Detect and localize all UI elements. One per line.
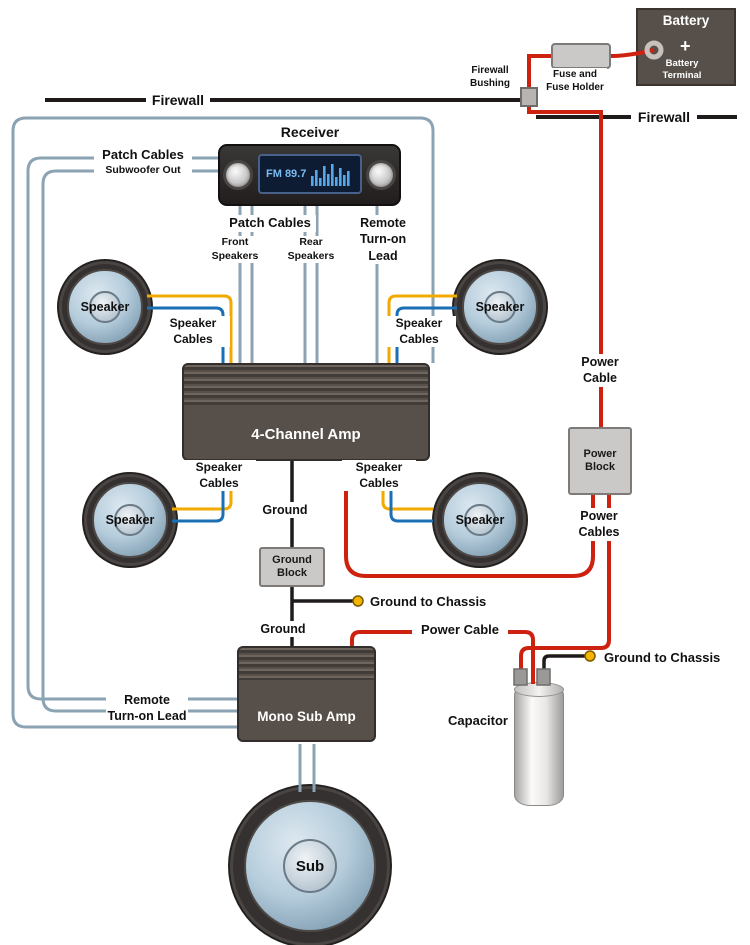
subwoofer-label: Sub <box>295 857 325 875</box>
subwoofer: Sub <box>230 786 390 945</box>
patch-cables-text: Patch Cables <box>102 147 184 162</box>
power-block: Power Block <box>568 427 632 495</box>
receiver-label: Receiver <box>280 124 340 140</box>
speaker-wire-blue-rear-left <box>172 461 225 523</box>
amp-heatsink-fins <box>184 365 428 405</box>
speaker-dustcap <box>464 504 496 536</box>
fuse-holder <box>551 43 611 69</box>
remote-turn-on-label-bottom: Remote Turn-on Lead <box>106 692 188 725</box>
four-channel-amp: 4-Channel Amp <box>182 363 430 461</box>
capacitor-body <box>514 684 564 806</box>
speaker-front-left: Speaker <box>59 261 151 353</box>
speaker-dustcap <box>89 291 121 323</box>
patch-cables-label: Patch Cables <box>224 215 316 232</box>
battery-terminal-label: Battery Terminal <box>662 58 702 82</box>
speaker-label: Speaker <box>105 513 155 527</box>
firewall-bushing <box>520 87 538 107</box>
speaker-rear-left: Speaker <box>84 474 176 566</box>
ground-label-lower: Ground <box>254 621 312 638</box>
power-cables-label: Power Cables <box>566 508 632 541</box>
speaker-cables-label-rl: Speaker Cables <box>182 460 256 492</box>
four-channel-amp-label: 4-Channel Amp <box>251 426 361 443</box>
mono-sub-amp-label: Mono Sub Amp <box>257 709 356 724</box>
subwoofer-patch-wire-2 <box>41 169 237 713</box>
mono-sub-amp: Mono Sub Amp <box>237 646 376 742</box>
power-cable-label-right: Power Cable <box>570 354 630 387</box>
subwoofer-patch-wire-1 <box>26 156 237 701</box>
receiver-display: FM 89.7 <box>258 154 362 194</box>
speaker-wire-blue-rear-right <box>389 461 433 523</box>
speaker-wire-blue-front-left <box>147 306 225 363</box>
subwoofer-dustcap <box>282 838 338 894</box>
speaker-dustcap <box>114 504 146 536</box>
firewall-label-right: Firewall <box>631 108 697 127</box>
power-cable-label-bottom: Power Cable <box>412 622 508 639</box>
power-subamp-feed-wire <box>350 630 535 684</box>
speaker-cables-label-rr: Speaker Cables <box>342 460 416 492</box>
capacitor-label: Capacitor <box>448 713 508 728</box>
rear-speakers-label: Rear Speakers <box>280 236 342 264</box>
receiver-head-unit: FM 89.7 <box>218 144 401 206</box>
capacitor-terminal-post <box>513 668 528 686</box>
power-cap-feed-wire <box>519 495 611 684</box>
speaker-label: Speaker <box>475 300 525 314</box>
ring-terminal-icon <box>352 595 364 607</box>
power-amp-feed-wire <box>344 461 595 578</box>
speaker-label: Speaker <box>455 513 505 527</box>
subwoofer-out-label: Patch Cables Subwoofer Out <box>94 147 192 178</box>
capacitor-terminal-post <box>536 668 551 686</box>
firewall-bushing-label: Firewall Bushing <box>470 65 510 89</box>
battery-title: Battery <box>662 13 710 28</box>
spectrum-bars-icon <box>311 164 350 186</box>
remote-daisy-chain-wire <box>11 116 435 729</box>
amp-heatsink-fins <box>239 648 374 680</box>
ground-block: Ground Block <box>259 547 325 587</box>
speaker-label: Speaker <box>80 300 130 314</box>
ring-terminal-icon <box>584 650 596 662</box>
subwoofer-out-text: Subwoofer Out <box>105 163 181 176</box>
firewall-label-left: Firewall <box>146 91 210 110</box>
remote-turn-on-label-top: Remote Turn-on Lead <box>344 215 422 264</box>
speaker-wire-yellow-front-right <box>387 294 457 363</box>
battery-box: Battery + Battery Terminal <box>636 8 736 86</box>
volume-knob-icon <box>226 163 250 187</box>
speaker-rear-right: Speaker <box>434 474 526 566</box>
ground-to-chassis-label-right: Ground to Chassis <box>604 650 721 665</box>
speaker-cables-label-fr: Speaker Cables <box>382 316 456 348</box>
speaker-wire-blue-front-right <box>395 306 457 363</box>
frequency-readout: FM 89.7 <box>266 168 307 180</box>
plus-terminal-icon: + <box>680 36 691 56</box>
speaker-cables-label-fl: Speaker Cables <box>156 316 230 348</box>
ground-label-upper: Ground <box>256 502 314 519</box>
fuse-holder-label: Fuse and Fuse Holder <box>543 68 607 94</box>
speaker-dustcap <box>484 291 516 323</box>
tuning-knob-icon <box>369 163 393 187</box>
speaker-wire-yellow-front-left <box>147 294 233 363</box>
ground-chassis-wire-cap <box>542 654 586 672</box>
speaker-cone <box>92 482 168 558</box>
battery-ring-terminal-icon <box>644 40 664 60</box>
ground-to-chassis-label-mid: Ground to Chassis <box>370 594 487 609</box>
speaker-front-right: Speaker <box>454 261 546 353</box>
front-speakers-label: Front Speakers <box>204 236 266 264</box>
